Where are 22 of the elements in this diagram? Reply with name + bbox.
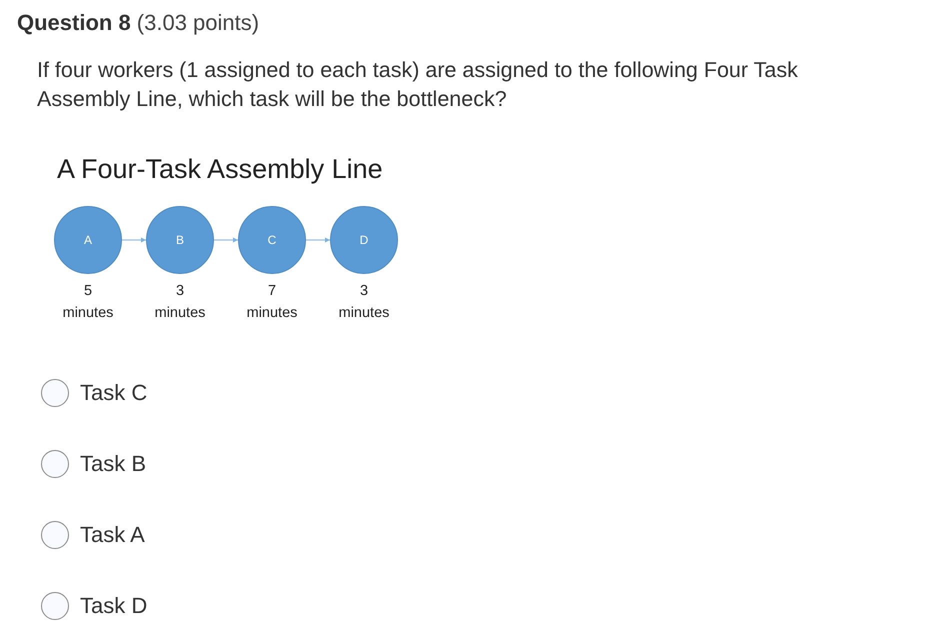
option-label: Task C <box>80 379 148 407</box>
arrow <box>306 238 330 242</box>
question-heading: Question 8 (3.03 points) <box>17 9 260 37</box>
duration-label: 3 minutes <box>338 282 390 323</box>
task-circle <box>146 206 214 274</box>
node-label: A <box>84 233 92 247</box>
arrow <box>122 238 146 242</box>
duration-label: 5 minutes <box>62 282 114 323</box>
node-label: C <box>268 233 276 247</box>
option-label: Task A <box>80 521 145 549</box>
option-label: Task D <box>80 592 148 620</box>
task-circle <box>54 206 122 274</box>
diagram-title: A Four-Task Assembly Line <box>57 153 383 186</box>
option-label: Task B <box>80 450 146 478</box>
duration-label: 3 minutes <box>154 282 206 323</box>
task-circle <box>330 206 398 274</box>
task-circle <box>238 206 306 274</box>
duration-label: 7 minutes <box>246 282 298 323</box>
question-text: If four workers (1 assigned to each task) are assigned to the following Four Task Assembly Line, which task will be the bottleneck? <box>37 57 799 113</box>
arrow <box>214 238 238 242</box>
node-label: B <box>176 233 184 247</box>
node-label: D <box>360 233 368 247</box>
